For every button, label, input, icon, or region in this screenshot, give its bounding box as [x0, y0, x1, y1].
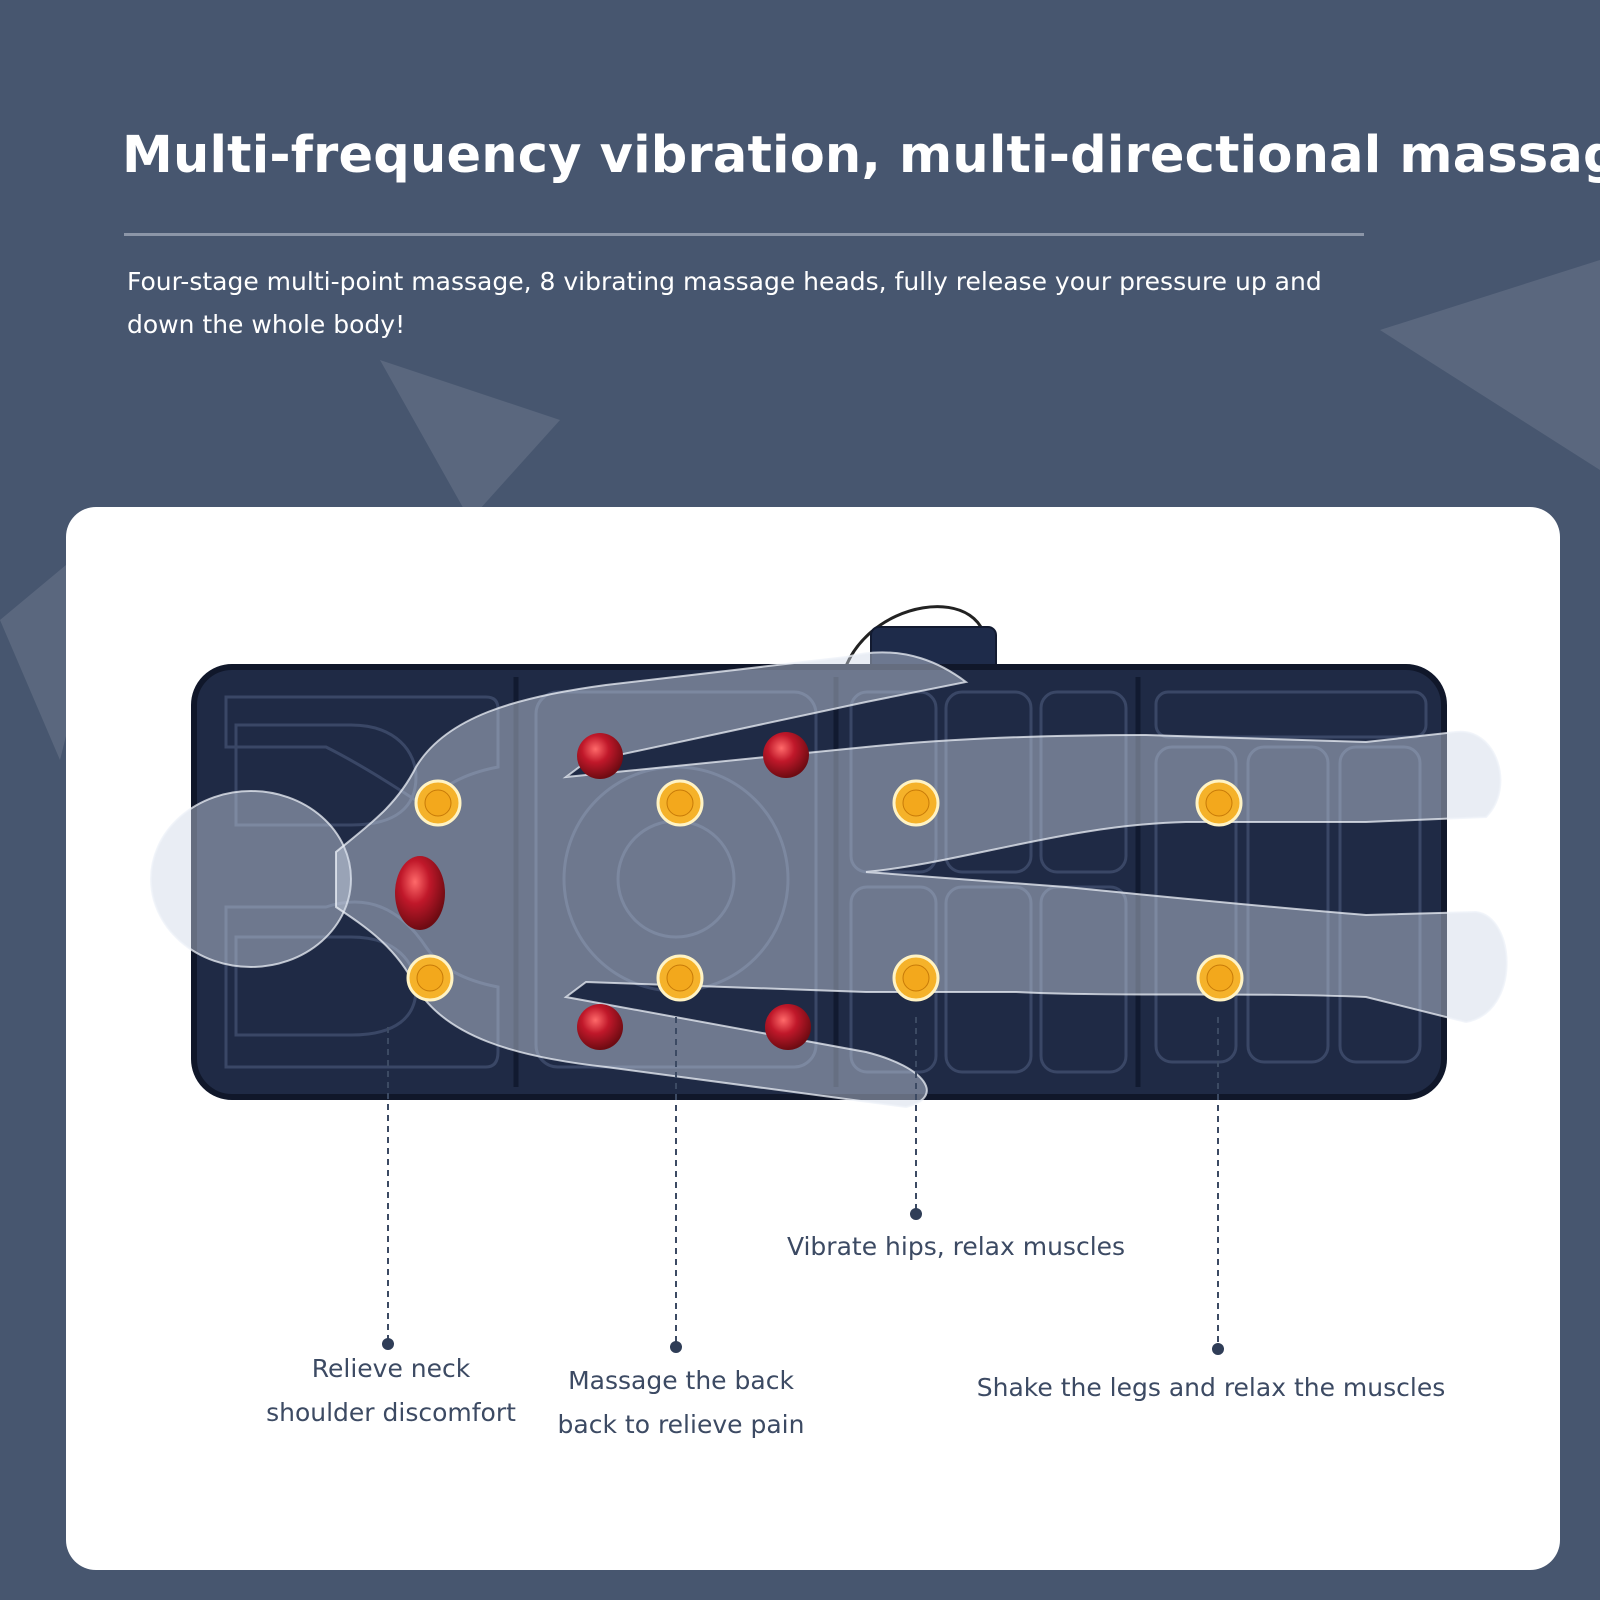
vibration-head: [1196, 954, 1244, 1002]
vibration-head: [406, 954, 454, 1002]
vibration-head: [656, 779, 704, 827]
title-divider: [124, 233, 1364, 236]
heat-node: [765, 1004, 811, 1050]
callout-back-line1: Massage the back: [568, 1366, 794, 1395]
heat-node: [395, 856, 445, 930]
vibration-head: [414, 779, 462, 827]
massage-mat: [191, 664, 1447, 1100]
callout-hips-line1: Vibrate hips, relax muscles: [786, 1232, 1126, 1261]
callout-neck-line2: shoulder discomfort: [266, 1398, 516, 1427]
vibration-heads: [406, 779, 1244, 1002]
vibration-head: [892, 779, 940, 827]
callout-neck-line1: Relieve neck: [311, 1354, 471, 1383]
callout-hips: Vibrate hips, relax muscles: [766, 1225, 1146, 1269]
callout-neck: Relieve neck shoulder discomfort: [241, 1347, 541, 1435]
vibration-head: [892, 954, 940, 1002]
callout-back: Massage the back back to relieve pain: [536, 1359, 826, 1447]
page-title: Multi-frequency vibration, multi-directi…: [122, 126, 1600, 185]
vibration-head: [1195, 779, 1243, 827]
leader-dot: [1212, 1343, 1224, 1355]
product-card: Relieve neck shoulder discomfort Massage…: [66, 507, 1560, 1570]
massage-mat-illustration: [150, 605, 1508, 1355]
leader-dot: [670, 1341, 682, 1353]
heat-node: [577, 1004, 623, 1050]
vibration-head: [656, 954, 704, 1002]
heat-node: [577, 733, 623, 779]
callout-legs: Shake the legs and relax the muscles: [966, 1366, 1456, 1410]
heat-nodes: [395, 732, 811, 1050]
leader-dot: [910, 1208, 922, 1220]
page-subtitle: Four-stage multi-point massage, 8 vibrat…: [127, 267, 1322, 339]
callout-back-line2: back to relieve pain: [557, 1410, 805, 1439]
callout-legs-line1: Shake the legs and relax the muscles: [976, 1373, 1446, 1402]
leader-dot: [382, 1338, 394, 1350]
heat-node: [763, 732, 809, 778]
